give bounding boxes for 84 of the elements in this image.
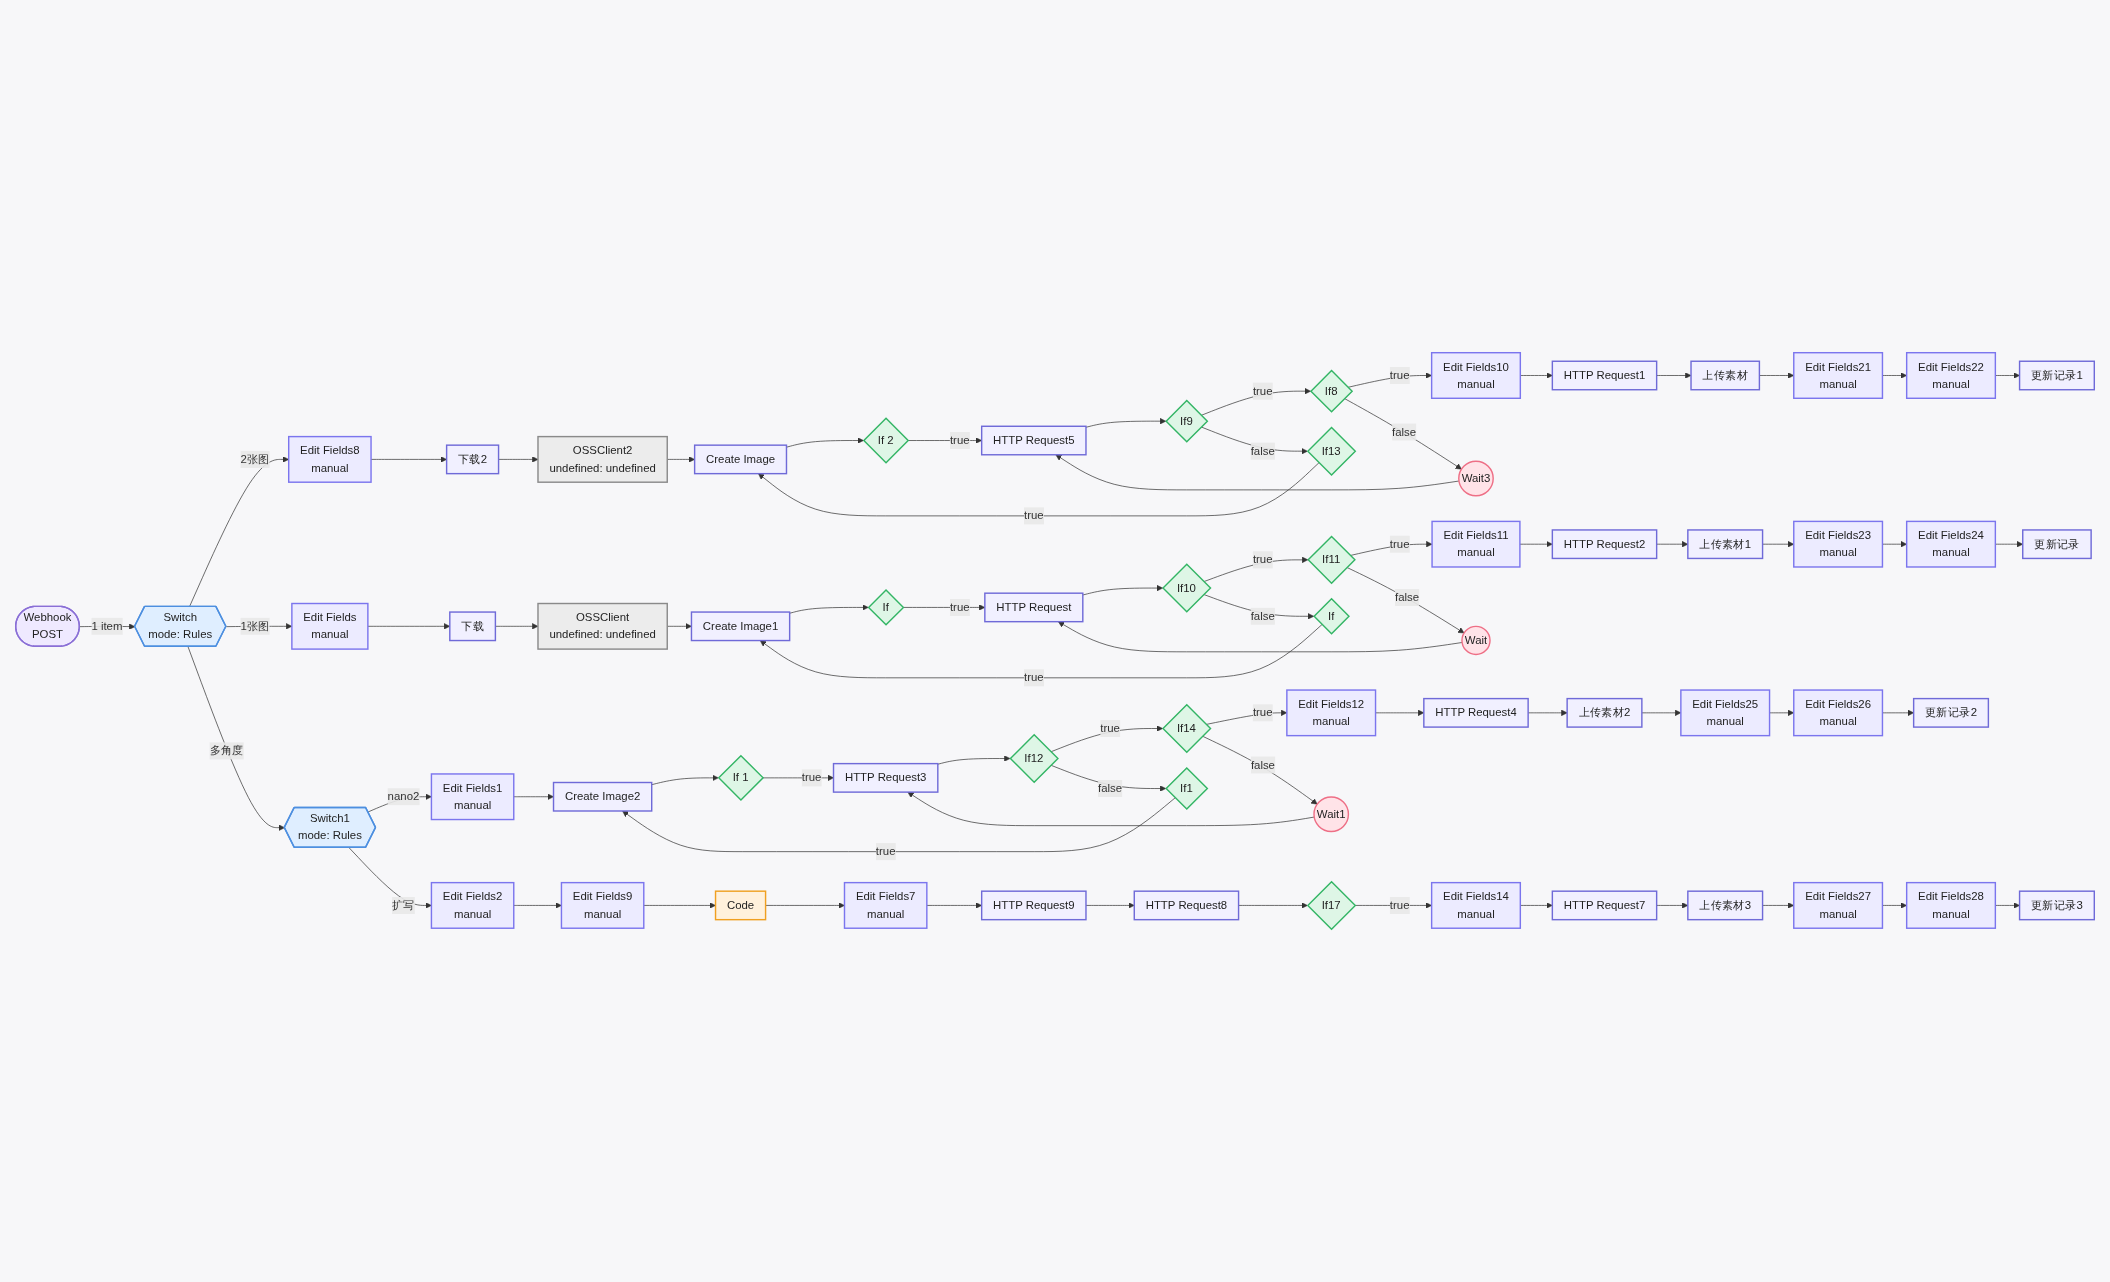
node-circle: Wait — [1461, 625, 1491, 656]
node-circle: Wait3 — [1458, 460, 1494, 497]
node-diamond: If14 — [1162, 703, 1212, 754]
edge-label: false — [1250, 758, 1275, 771]
edge-label: false — [1250, 609, 1275, 623]
node-box: HTTP Request4 — [1423, 697, 1529, 728]
node-box: 上传素材2 — [1566, 697, 1643, 728]
node-box: Create Image1 — [690, 611, 791, 642]
node-box: Code — [714, 890, 767, 921]
edge-label: true — [949, 434, 970, 447]
edge-label: 1 item — [91, 619, 123, 633]
node-box: OSSClient2 undefined: undefined — [537, 435, 668, 483]
node-box: HTTP Request3 — [832, 763, 939, 793]
node-diamond: If17 — [1306, 880, 1357, 931]
node-box: Create Image — [693, 444, 788, 475]
edge-label: true — [1100, 722, 1120, 735]
edge-label: 多角度 — [209, 744, 244, 757]
node-diamond: If8 — [1309, 369, 1354, 413]
node-box: Edit Fields28 manual — [1905, 882, 1997, 929]
node-box: Edit Fields7 manual — [843, 882, 928, 929]
edge-label: true — [1024, 509, 1044, 522]
node-circle: Wait1 — [1313, 796, 1350, 833]
node-box: Edit Fields26 manual — [1793, 689, 1884, 737]
node-box: Edit Fields manual — [291, 602, 369, 650]
node-box: HTTP Request8 — [1133, 890, 1240, 921]
node-box: Edit Fields2 manual — [430, 882, 515, 929]
edge-label: false — [1395, 591, 1420, 604]
edge-label: nano2 — [387, 790, 420, 803]
edge-label: true — [1389, 369, 1410, 382]
node-box: HTTP Request9 — [980, 890, 1087, 921]
node-box: Edit Fields10 manual — [1430, 352, 1522, 400]
edge-label: 1张图 — [240, 619, 270, 633]
edge-label: true — [1252, 553, 1273, 566]
edge-label: true — [1024, 671, 1044, 684]
edge-label: true — [949, 601, 970, 614]
edge-label: true — [1389, 899, 1410, 912]
node-diamond: If — [867, 589, 905, 626]
node-diamond: If13 — [1306, 426, 1357, 476]
node-diamond: If10 — [1162, 563, 1212, 613]
node-diamond: If12 — [1009, 733, 1059, 784]
node-diamond: If 2 — [862, 417, 910, 464]
edge-label: true — [1252, 384, 1273, 397]
node-diamond: If9 — [1165, 399, 1209, 443]
node-box: HTTP Request2 — [1551, 529, 1658, 560]
edge-label: true — [801, 771, 822, 784]
node-diamond: If — [1313, 597, 1350, 635]
node-box: 下载2 — [445, 444, 500, 475]
edge-label: true — [875, 845, 896, 858]
edge-label: false — [1250, 444, 1275, 457]
node-box: Edit Fields14 manual — [1430, 882, 1522, 929]
node-box: 上传素材 — [1690, 360, 1761, 391]
edge-label: true — [1252, 706, 1273, 719]
edge-label: false — [1098, 782, 1123, 795]
node-box: 更新记录1 — [2018, 360, 2095, 391]
node-box: Edit Fields11 manual — [1431, 520, 1521, 568]
node-box: Create Image2 — [552, 781, 653, 812]
node-box: 更新记录 — [2022, 529, 2092, 560]
node-box: Edit Fields22 manual — [1905, 352, 1997, 400]
node-box: Edit Fields12 manual — [1286, 689, 1377, 737]
node-box: Edit Fields27 manual — [1793, 882, 1884, 929]
node-diamond: If 1 — [717, 754, 765, 802]
edge-label: false — [1392, 425, 1417, 438]
edge-label: 扩写 — [392, 899, 415, 912]
node-box: Edit Fields25 manual — [1680, 689, 1771, 737]
node-box: Edit Fields9 manual — [560, 882, 645, 929]
node-box: Edit Fields23 manual — [1793, 520, 1884, 568]
node-box: HTTP Request — [984, 592, 1084, 623]
node-box: 上传素材1 — [1687, 529, 1764, 560]
node-box: HTTP Request5 — [980, 425, 1087, 456]
node-box: HTTP Request1 — [1551, 360, 1658, 391]
node-box: 更新记录3 — [2018, 890, 2095, 921]
node-diamond: If1 — [1165, 767, 1209, 811]
node-box: 下载 — [449, 611, 497, 642]
node-box: 更新记录2 — [1912, 697, 1990, 728]
edge-label: true — [1389, 537, 1410, 550]
node-diamond: If11 — [1307, 535, 1356, 585]
node-box: Edit Fields8 manual — [288, 435, 372, 483]
node-box: OSSClient undefined: undefined — [537, 602, 668, 650]
node-box: 上传素材3 — [1687, 890, 1764, 921]
edge-label: 2张图 — [240, 453, 270, 466]
node-box: Edit Fields24 manual — [1905, 520, 1997, 568]
node-box: HTTP Request7 — [1551, 890, 1658, 921]
node-box: Edit Fields21 manual — [1793, 352, 1884, 400]
node-box: Edit Fields1 manual — [430, 773, 515, 821]
